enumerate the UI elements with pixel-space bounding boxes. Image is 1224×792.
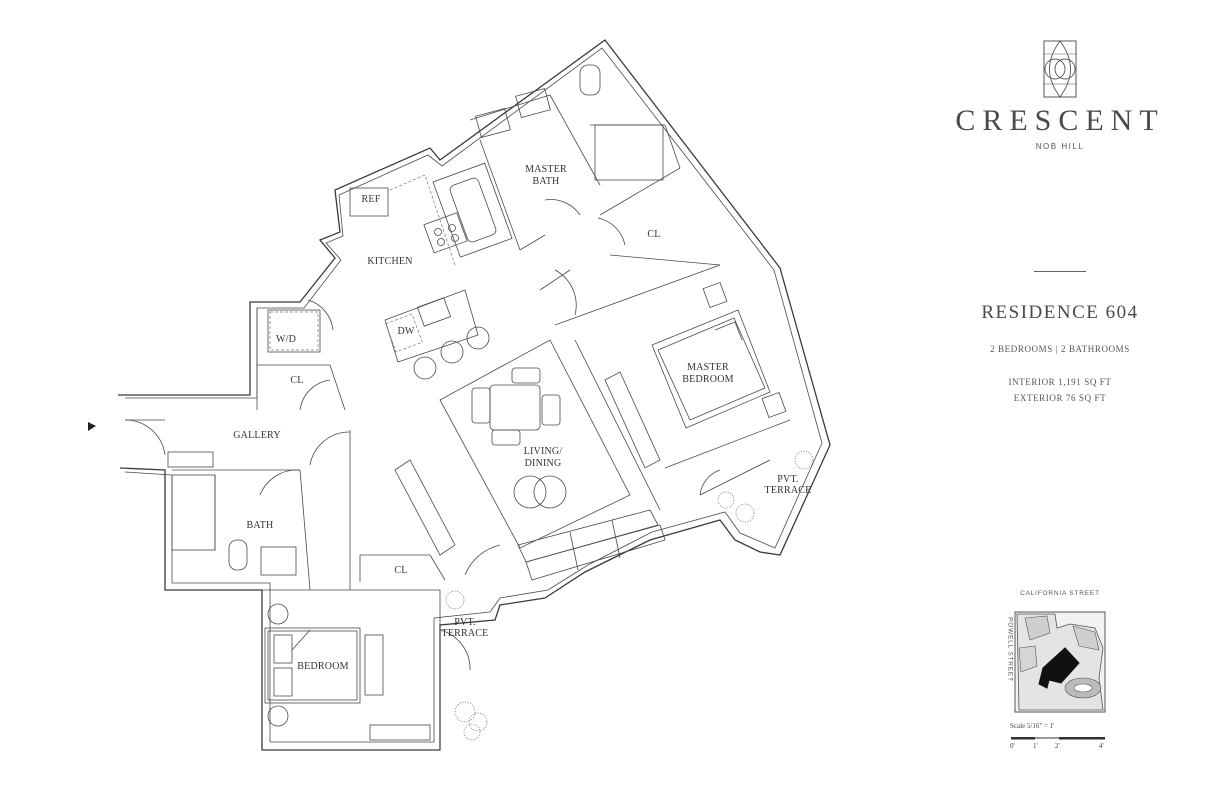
room-labels: REF KITCHEN DW W/D CL GALLERY BATH MASTE… [233, 164, 811, 672]
label-master-bath-1: MASTER [525, 164, 567, 175]
label-wd: W/D [276, 334, 296, 345]
terrace-plants [445, 450, 814, 741]
divider [1034, 271, 1086, 272]
label-living-2: DINING [525, 458, 562, 469]
label-master-bedroom-1: MASTER [687, 362, 729, 373]
label-terrace-master-1: PVT. [777, 474, 798, 485]
label-bath: BATH [247, 520, 274, 531]
brand-location: NOB HILL [1035, 142, 1085, 151]
bathroom-count: 2 BATHROOMS [1061, 344, 1130, 354]
label-terrace-master-2: TERRACE [765, 485, 812, 496]
label-living-1: LIVING/ [524, 446, 563, 457]
label-terrace-bedroom-1: PVT. [454, 617, 475, 628]
sidebar: CRESCENT NOB HILL RESIDENCE 604 2 BEDROO… [930, 40, 1190, 406]
street-california: CALIFORNIA STREET [1020, 590, 1100, 597]
site-map [1011, 611, 1106, 740]
kitchen-fixtures [267, 174, 490, 380]
crescent-logo-icon [1043, 40, 1077, 98]
brand-name: CRESCENT [955, 104, 1165, 137]
entry-arrow-icon [88, 422, 96, 431]
label-bedroom: BEDROOM [297, 661, 348, 672]
floor-plan: REF KITCHEN DW W/D CL GALLERY BATH MASTE… [88, 39, 831, 751]
scale-tick-1: 1' [1033, 742, 1038, 750]
scale-tick-4: 4' [1099, 742, 1104, 750]
label-gallery: GALLERY [233, 430, 281, 441]
scale-tick-0: 0' [1010, 742, 1015, 750]
label-master-bedroom-2: BEDROOM [682, 374, 733, 385]
scale-tick-2: 2' [1055, 742, 1060, 750]
separator: | [1055, 344, 1059, 354]
label-kitchen: KITCHEN [367, 256, 412, 267]
exterior-walls [118, 39, 831, 751]
exterior-area: EXTERIOR 76 SQ FT [1013, 393, 1107, 403]
area-info: INTERIOR 1,191 SQ FT EXTERIOR 76 SQ FT [930, 374, 1190, 406]
label-cl-bedroom: CL [394, 565, 407, 576]
bedroom-furniture [264, 282, 787, 741]
bed-bath-count: 2 BEDROOMS | 2 BATHROOMS [930, 344, 1190, 354]
label-master-bath-2: BATH [533, 176, 560, 187]
label-dw: DW [397, 326, 414, 337]
label-ref: REF [362, 194, 381, 205]
living-furniture [394, 339, 666, 581]
doors [124, 199, 721, 671]
key-plan: CALIFORNIA STREET POWELL STREET Scale 5/… [995, 588, 1120, 758]
label-terrace-bedroom-2: TERRACE [442, 628, 489, 639]
residence-title: RESIDENCE 604 [981, 302, 1139, 323]
scale-label: Scale 5/16" = 1' [1010, 722, 1055, 730]
bedroom-count: 2 BEDROOMS [990, 344, 1053, 354]
label-cl-master: CL [647, 229, 660, 240]
interior-area: INTERIOR 1,191 SQ FT [1008, 377, 1112, 387]
bath-fixtures [167, 64, 664, 576]
label-cl-gallery: CL [290, 375, 303, 386]
